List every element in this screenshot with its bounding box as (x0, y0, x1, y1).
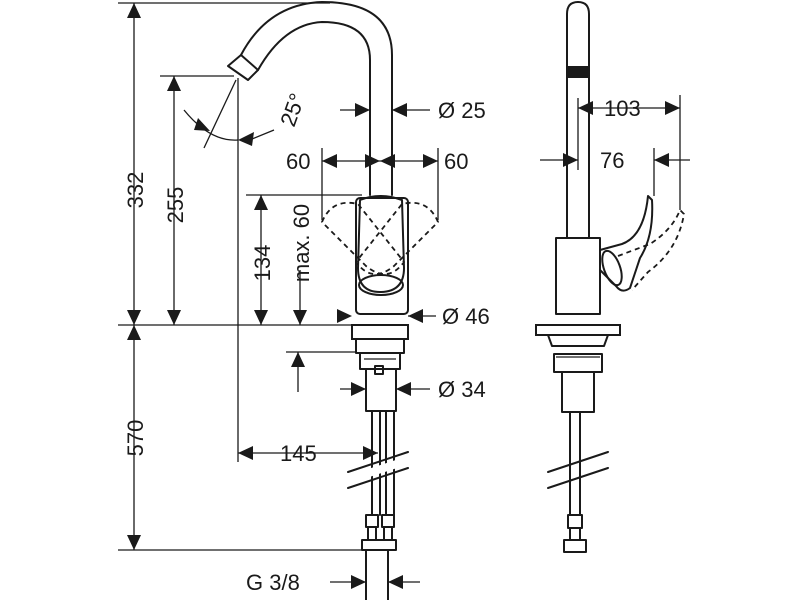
spout-inner (257, 21, 371, 196)
side-aerator (567, 66, 589, 78)
side-base-plate (535, 324, 621, 336)
connector-nut (361, 539, 397, 551)
angle-leader (251, 129, 275, 140)
dim-body-diameter: Ø 46 (442, 304, 490, 329)
dim-handle-height: 134 (250, 245, 275, 282)
side-connector (563, 539, 587, 553)
side-dimensions: 103 76 (540, 95, 690, 210)
dim-thread: G 3/8 (246, 570, 300, 595)
base-plate (351, 324, 409, 340)
dim-side-offset: 76 (600, 148, 624, 173)
angle-ray (203, 79, 237, 149)
dim-projection: 145 (280, 441, 317, 466)
dim-swivel-right: 60 (444, 149, 468, 174)
side-fitting (567, 514, 583, 541)
dim-hose-length: 570 (123, 420, 148, 457)
dim-mount-diameter: Ø 34 (438, 377, 486, 402)
break-line-bottom (347, 467, 409, 489)
side-base-collar (547, 334, 609, 347)
front-view (227, 1, 440, 600)
dim-total-height: 332 (123, 172, 148, 209)
shank-marker (374, 365, 384, 375)
angle-arc (183, 109, 239, 141)
spout-aerator (227, 54, 259, 81)
lever-swing-right (354, 201, 440, 275)
dim-spout-diameter: Ø 25 (438, 98, 486, 123)
dim-side-projection: 103 (604, 96, 641, 121)
side-lever-swing (617, 208, 685, 291)
side-shank (561, 371, 595, 413)
dim-angle: 25° (275, 90, 310, 130)
faucet-body (355, 197, 409, 315)
side-break-bottom (547, 467, 609, 489)
dim-max-lever: max. 60 (289, 204, 314, 282)
dim-swivel-left: 60 (286, 149, 310, 174)
hose-fitting-left (365, 514, 379, 541)
dim-spout-height: 255 (163, 187, 188, 224)
lever-base (358, 274, 404, 296)
side-lever (599, 195, 654, 292)
hose-fitting-right (381, 514, 395, 541)
side-lever-joint (601, 249, 623, 287)
side-view (535, 1, 685, 553)
break-line-top (347, 451, 409, 473)
spout-outer (240, 1, 393, 196)
side-spout (566, 1, 590, 239)
threaded-shank (365, 368, 397, 412)
lever-swing-left (320, 201, 406, 275)
side-break-top (547, 451, 609, 473)
base-collar (355, 338, 405, 354)
side-body (555, 237, 601, 315)
front-dimensions: 332 255 25° Ø 25 60 60 134 (118, 2, 490, 595)
lever-handle (357, 195, 405, 293)
